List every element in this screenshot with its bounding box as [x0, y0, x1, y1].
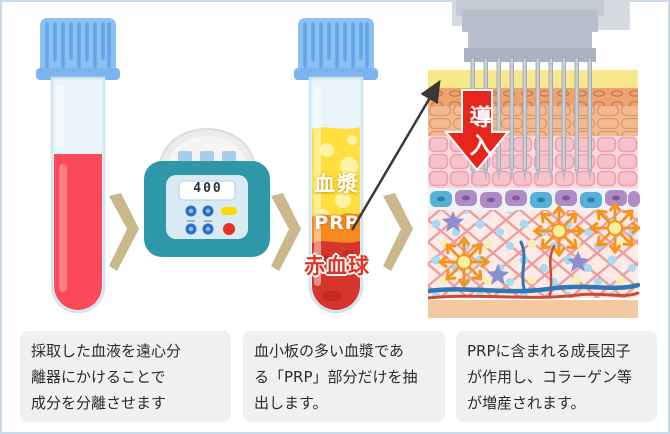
subcutaneous-layer: [428, 300, 638, 318]
plasma-particles: [314, 135, 358, 219]
caption-line: が増産されます。: [467, 394, 586, 412]
glass-highlight: [314, 86, 321, 286]
caption-line: 出します。: [254, 394, 328, 412]
prp-to-skin-arrow: [350, 79, 441, 231]
microneedle-device: [452, 0, 630, 62]
caption-line: る「PRP」部分だけを抽: [254, 368, 418, 386]
centrifuge-buttons: [185, 205, 237, 235]
caption-line: が作用し、コラーゲン等: [467, 368, 633, 386]
caption-step3: PRPに含まれる成長因子 が作用し、コラーゲン等 が増産されます。: [456, 331, 657, 422]
stratum-corneum-layer: [428, 70, 638, 90]
intro-arrow-label: 導入: [465, 105, 491, 161]
blood-highlight: [59, 164, 67, 292]
centrifuge-display: [178, 180, 236, 201]
caption-line: PRPに含まれる成長因子: [467, 342, 631, 360]
basal-cells: [430, 190, 640, 208]
chevron-right-icon: [109, 193, 139, 271]
skin-layers: [428, 70, 640, 318]
chevron-right-icon: [383, 193, 413, 271]
growth-factor-bursts: [438, 202, 640, 288]
prp-layer: [312, 213, 360, 244]
caption-line: 成分を分離させます: [31, 394, 167, 412]
red-button: [223, 223, 235, 235]
centrifuge-display-value: 400: [193, 181, 223, 196]
tube-cap-icon: [36, 18, 120, 80]
caption-line: 血小板の多い血漿であ: [254, 342, 404, 360]
rbc-particles: [317, 250, 356, 301]
chevron-right-icon: [271, 193, 301, 271]
tube-cap-icon: [294, 18, 378, 80]
glass-highlight: [56, 86, 64, 146]
intro-arrow-icon: [443, 89, 511, 172]
caption-line: 採取した血液を遠心分: [31, 342, 182, 360]
yellow-button: [221, 207, 237, 215]
blood-vessels: [428, 240, 640, 300]
caption-step2: 血小板の多い血漿であ る「PRP」部分だけを抽 出します。: [243, 331, 445, 422]
skin-cross-section: [428, 0, 640, 318]
caption-line: 離器にかけることで: [31, 368, 166, 386]
caption-step1: 採取した血液を遠心分 離器にかけることで 成分を分離させます: [20, 331, 231, 422]
separated-tube-illustration: [294, 18, 378, 314]
blood-tube-illustration: [36, 18, 120, 314]
centrifuge-illustration: [144, 128, 270, 257]
